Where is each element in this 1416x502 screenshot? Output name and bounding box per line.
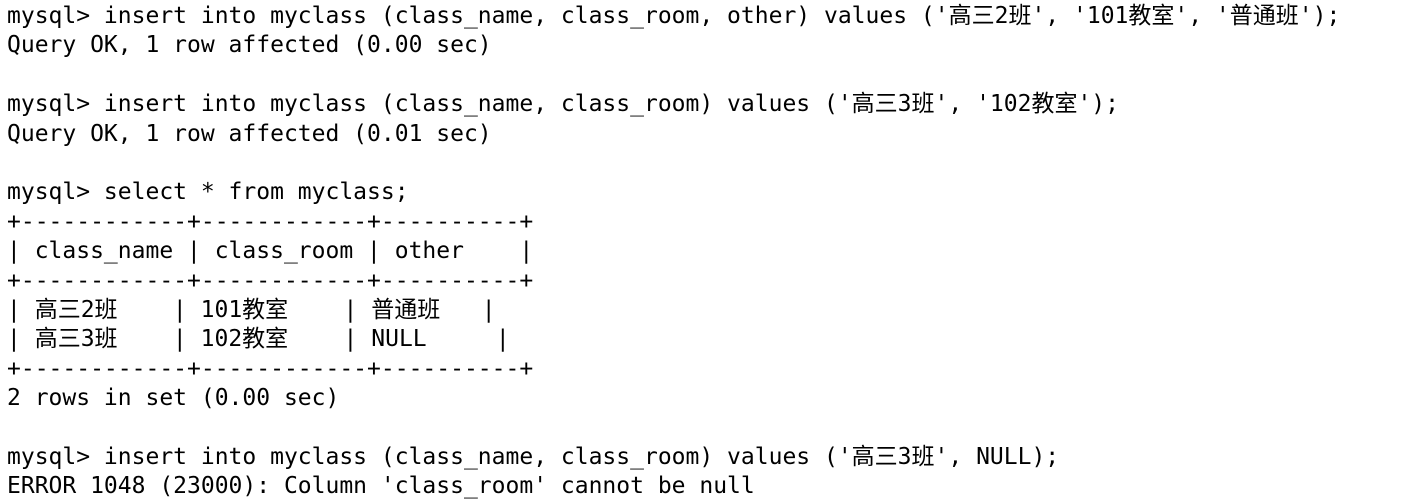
error-line: ERROR 1048 (23000): Column 'class_room' … (7, 473, 755, 500)
table-row-line: | 高三3班 | 102教室 | NULL | (7, 326, 510, 353)
command-line: mysql> select * from myclass; (7, 179, 409, 206)
command-line: mysql> insert into myclass (class_name, … (7, 3, 1341, 29)
output-line: Query OK, 1 row affected (0.00 sec) (7, 32, 492, 59)
table-border-line: +------------+------------+----------+ (7, 208, 534, 235)
blank-line (7, 149, 1416, 178)
table-header-line: | class_name | class_room | other | (7, 238, 534, 265)
blank-line (7, 413, 1416, 442)
table-row-line: | 高三2班 | 101教室 | 普通班 | (7, 296, 496, 323)
table-border-line: +------------+------------+----------+ (7, 267, 534, 294)
command-line: mysql> insert into myclass (class_name, … (7, 91, 1119, 118)
table-border-line: +------------+------------+----------+ (7, 355, 534, 382)
command-line: mysql> insert into myclass (class_name, … (7, 443, 1060, 470)
blank-line (7, 61, 1416, 90)
output-line: Query OK, 1 row affected (0.01 sec) (7, 120, 492, 147)
output-line: 2 rows in set (0.00 sec) (7, 385, 340, 412)
